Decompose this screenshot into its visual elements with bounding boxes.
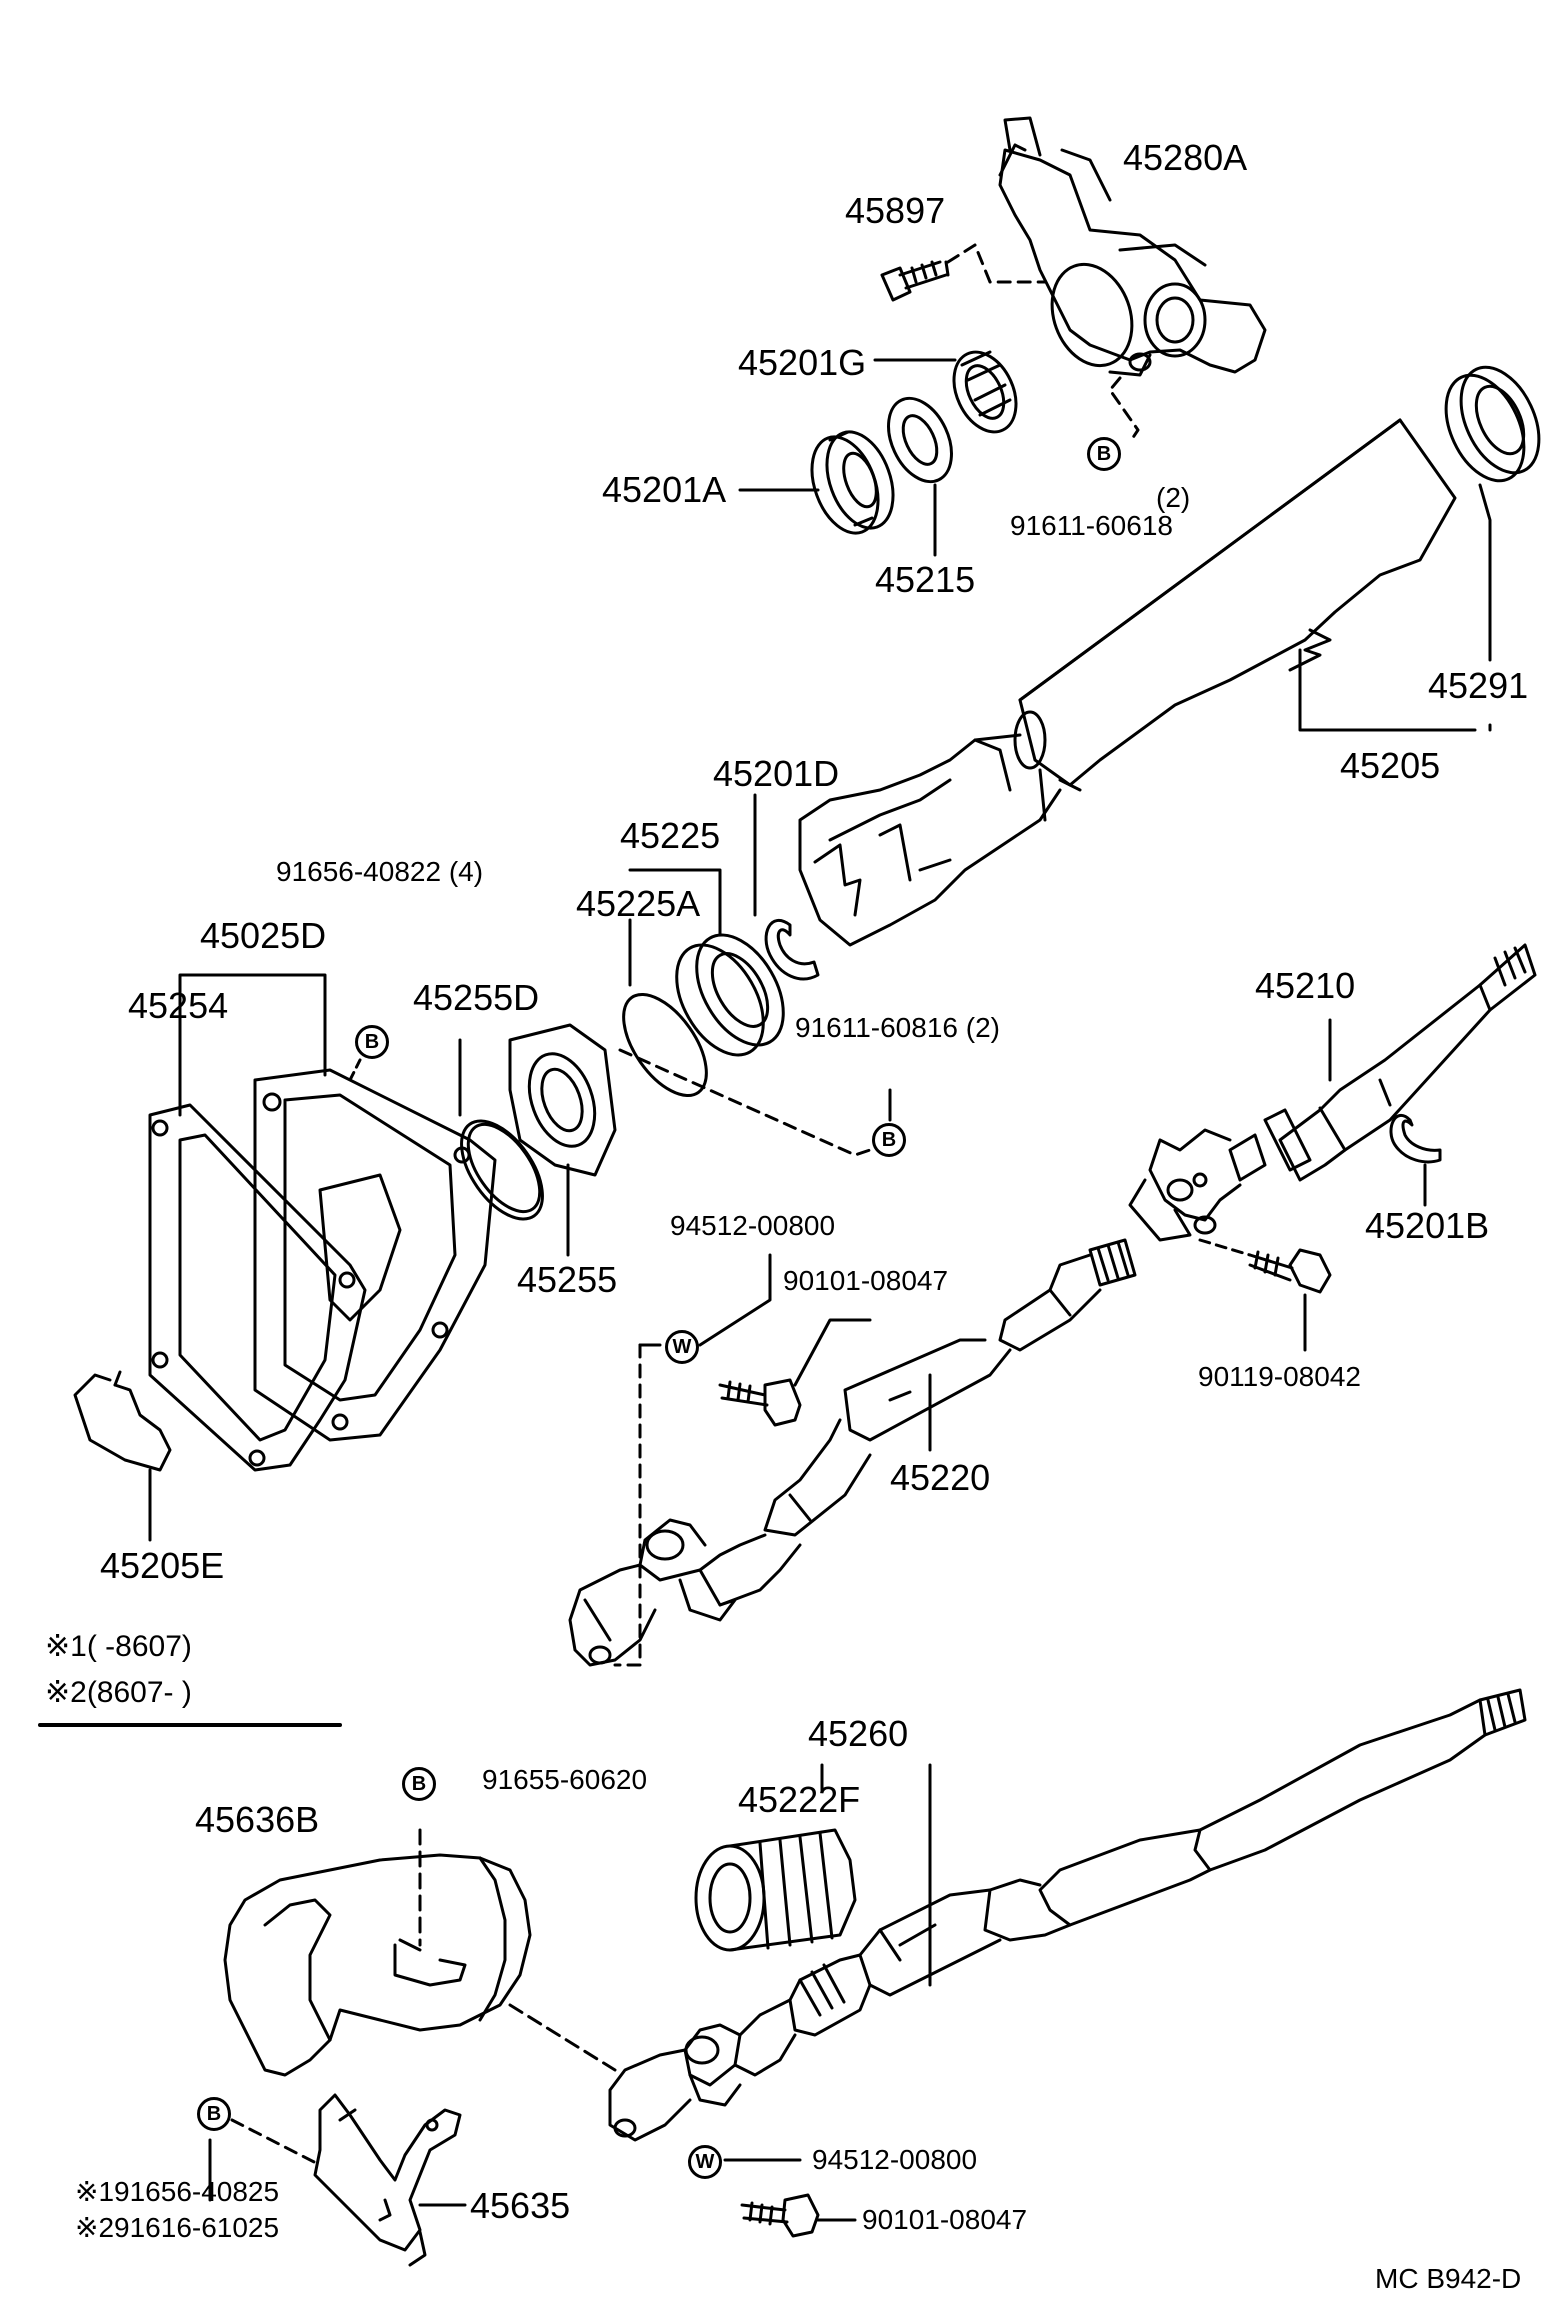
bolt-45897-drawing: [880, 260, 950, 302]
part-label-45636b: 45636B: [195, 1799, 320, 1840]
bearing-45201a-drawing: [810, 430, 895, 535]
part-label-45225a: 45225A: [576, 883, 701, 924]
part-label-45635: 45635: [470, 2185, 571, 2226]
collar-45291-drawing: [1444, 365, 1541, 483]
part-label-91611-60816: 91611-60816 (2): [795, 1012, 1000, 1043]
o-ring-drawing: [622, 992, 708, 1098]
cover-45636b-drawing: [223, 1853, 532, 2077]
w-mark-symbol: W: [688, 2145, 722, 2179]
w-mark-symbol: W: [665, 1330, 699, 1364]
part-label-45205e: 45205E: [100, 1545, 225, 1586]
part-label-45225: 45225: [620, 815, 721, 856]
lower-shaft-45260-drawing: [608, 1688, 1527, 2142]
spring-45201g-drawing: [952, 350, 1018, 434]
flange-plate-45255-drawing: [508, 1023, 617, 1177]
boot-45025d-drawing: [253, 1068, 497, 1442]
bolt-90101-lower-drawing: [740, 2193, 820, 2238]
upper-shaft-45210-drawing: [1128, 943, 1537, 1242]
part-label-45025d: 45025D: [200, 915, 327, 956]
part-label-45210: 45210: [1255, 965, 1356, 1006]
b-mark-symbol: B: [872, 1123, 906, 1157]
column-tube-45205-drawing: [1013, 418, 1457, 792]
clip-45205e-drawing: [73, 1370, 172, 1472]
part-label-91656-40822: 91656-40822 (4): [276, 856, 484, 887]
column-bracket-drawing: [998, 116, 1267, 377]
washer-45215-drawing: [887, 396, 953, 484]
part-label-45254: 45254: [128, 985, 229, 1026]
part-label-91616-61025: ※291616-61025: [75, 2212, 280, 2243]
bracket-45635-drawing: [313, 2093, 462, 2267]
part-label-90119-08042: 90119-08042: [1198, 1361, 1361, 1392]
part-label-45201b: 45201B: [1365, 1205, 1490, 1246]
applicability-note-1: ※1( -8607): [45, 1630, 192, 1663]
part-label-45201a: 45201A: [602, 469, 727, 510]
part-label-45201g: 45201G: [738, 342, 867, 383]
intermediate-shaft-45220-drawing: [568, 1238, 1137, 1667]
part-label-91611-60618-qty: (2): [1156, 482, 1191, 513]
part-label-45280a: 45280A: [1123, 137, 1248, 178]
part-label-45291: 45291: [1428, 665, 1529, 706]
boot-45254-drawing: [148, 1103, 367, 1472]
part-label-45260: 45260: [808, 1713, 909, 1754]
b-mark-symbol: B: [355, 1025, 389, 1059]
boot-45222f-drawing: [694, 1828, 857, 1952]
part-label-90101-08047: 90101-08047: [783, 1265, 949, 1296]
part-label-45255d: 45255D: [413, 977, 540, 1018]
applicability-note-2: ※2(8607- ): [45, 1676, 192, 1709]
snap-ring-45201b-drawing: [1389, 1113, 1442, 1164]
part-label-45205: 45205: [1340, 745, 1441, 786]
bolt-90101-drawing: [718, 1378, 802, 1427]
part-label-45215: 45215: [875, 559, 976, 600]
part-label-45897: 45897: [845, 190, 946, 231]
snap-ring-45201d-drawing: [764, 918, 820, 981]
diagram-code: MC B942-D: [1375, 2263, 1522, 2294]
b-mark-symbol: B: [197, 2097, 231, 2131]
part-label-45255: 45255: [517, 1259, 618, 1300]
part-label-45222f: 45222F: [738, 1779, 861, 1820]
part-label-94512-00800-lower: 94512-00800: [812, 2144, 978, 2175]
part-label-91656-40825: ※191656-40825: [75, 2176, 280, 2207]
part-label-94512-00800: 94512-00800: [670, 1210, 836, 1241]
bolt-90119-drawing: [1248, 1248, 1332, 1294]
part-label-91611-60618: 91611-60618: [1010, 510, 1173, 541]
part-label-90101-08047-lower: 90101-08047: [862, 2204, 1028, 2235]
part-label-45220: 45220: [890, 1457, 991, 1498]
b-mark-symbol: B: [1087, 437, 1121, 471]
part-label-45201d: 45201D: [713, 753, 840, 794]
tilt-housing-drawing: [798, 733, 1062, 947]
b-mark-symbol: B: [402, 1767, 436, 1801]
seal-45225-drawing: [675, 933, 785, 1057]
part-label-91655-60620: 91655-60620: [482, 1764, 648, 1795]
